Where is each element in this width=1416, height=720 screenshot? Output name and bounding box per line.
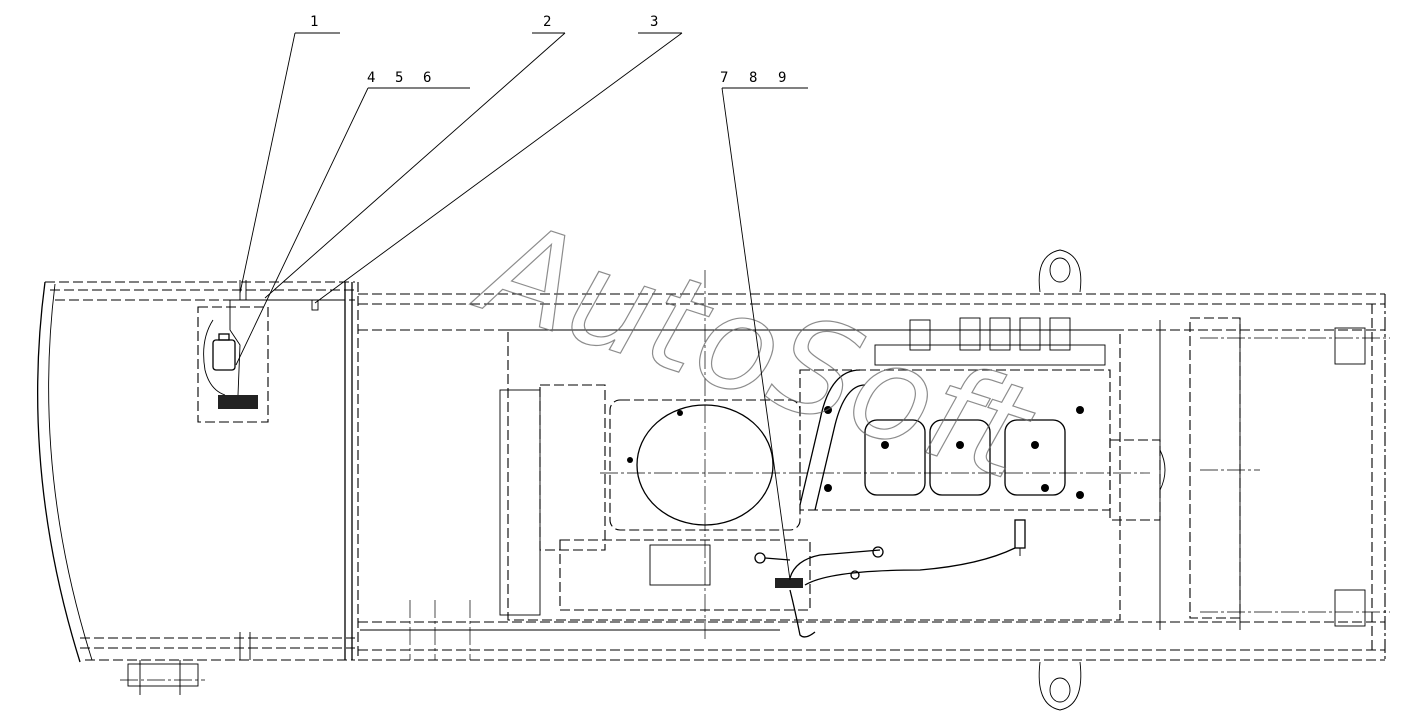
callout-6: 6 (423, 70, 431, 86)
callout-2: 2 (543, 14, 551, 30)
left-frame (37, 280, 359, 695)
callout-7: 7 (720, 70, 728, 86)
watermark-text: AutoSoft (460, 189, 1051, 510)
wiring-harness (754, 546, 1016, 638)
callout-leaders (235, 32, 808, 581)
callout-8: 8 (749, 70, 757, 86)
right-chassis (358, 249, 1390, 711)
bottom-line (360, 600, 780, 660)
callout-3: 3 (650, 14, 658, 30)
callout-1: 1 (310, 14, 318, 30)
callout-4: 4 (367, 70, 375, 86)
engine (499, 270, 1166, 640)
callout-labels: 1 2 3 4 5 6 7 8 9 (310, 14, 786, 86)
electrical-box (197, 299, 345, 423)
callout-9: 9 (778, 70, 786, 86)
callout-5: 5 (395, 70, 403, 86)
